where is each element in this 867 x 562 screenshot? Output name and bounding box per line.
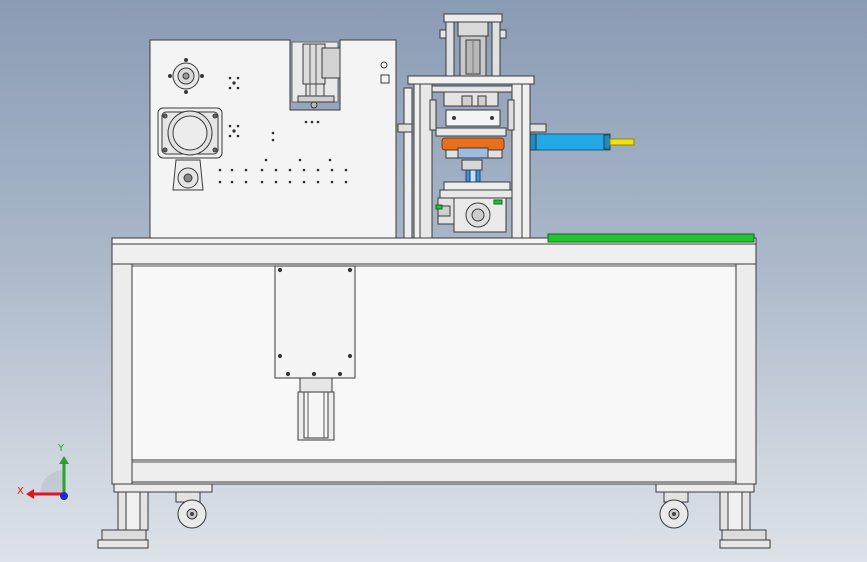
top-cylinder	[439, 13, 507, 77]
motor-housing	[157, 107, 223, 159]
table-top	[111, 233, 757, 265]
orange-roller	[441, 137, 505, 159]
lower-fixture	[435, 159, 513, 233]
lower-pulley	[172, 159, 204, 191]
coordinate-triad	[26, 456, 69, 500]
table-body	[111, 263, 757, 485]
triad-x-label: X	[17, 486, 24, 497]
plate-holes	[218, 76, 348, 184]
inner-panel	[274, 265, 356, 441]
legs-and-casters	[97, 483, 771, 549]
press-head	[435, 91, 507, 137]
triad-y-label: Y	[58, 443, 65, 454]
side-cylinder	[529, 133, 635, 151]
z-axis-dot	[60, 492, 68, 500]
top-knob	[168, 58, 204, 94]
